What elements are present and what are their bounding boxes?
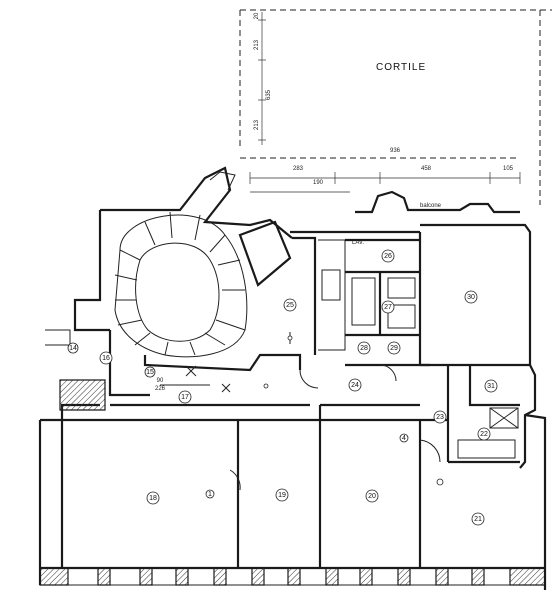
courtyard-boundary	[239, 9, 552, 205]
room-label-1: 1	[208, 491, 212, 498]
room-label-29: 29	[390, 345, 398, 352]
dimension-lines	[249, 12, 521, 193]
room-markers: 16 17 18 19 20 21 22 23 24 25 26 27 28 2…	[67, 249, 498, 526]
room-label-19: 19	[278, 492, 286, 499]
spiral-staircase	[45, 166, 293, 411]
dim-label-7: 190	[313, 180, 324, 186]
courtyard-label: CORTILE	[376, 62, 426, 73]
dim-label-8: 458	[421, 166, 432, 172]
room-label-23: 23	[436, 414, 444, 421]
room-label-15: 15	[146, 369, 154, 376]
room-label-30: 30	[467, 294, 475, 301]
dim-label-4: 213	[254, 119, 260, 130]
dim-label-11: 226	[155, 386, 166, 392]
internal-walls	[60, 232, 530, 568]
room-label-26: 26	[384, 253, 392, 260]
dim-label-6: 283	[293, 166, 304, 172]
room-label-4: 4	[402, 435, 406, 442]
room-label-18: 18	[149, 495, 157, 502]
room-label-31: 31	[487, 383, 495, 390]
room-label-20: 20	[368, 493, 376, 500]
dim-label-9: 105	[503, 166, 514, 172]
dim-label-2: 213	[254, 39, 260, 50]
room-label-14: 14	[69, 345, 77, 352]
dim-label-10: 90	[157, 378, 164, 384]
room-label-25: 25	[286, 302, 294, 309]
dim-label-5: 936	[390, 148, 401, 154]
room-label-17: 17	[181, 394, 189, 401]
room-label-24: 24	[351, 382, 359, 389]
facade-pattern	[39, 567, 546, 586]
room-label-27: 27	[384, 304, 392, 311]
balcony: balcone	[355, 190, 520, 214]
room-label-22: 22	[480, 431, 488, 438]
room-label-28: 28	[360, 345, 368, 352]
fixture-symbols	[160, 332, 444, 486]
building-walls	[38, 223, 547, 590]
balcony-label: balcone	[420, 203, 442, 209]
laundry-label: LAV.	[352, 240, 364, 246]
dim-label-3: 635	[266, 89, 272, 100]
dim-label-1: 20	[254, 12, 260, 19]
room-label-21: 21	[474, 516, 482, 523]
room-label-16: 16	[102, 355, 110, 362]
